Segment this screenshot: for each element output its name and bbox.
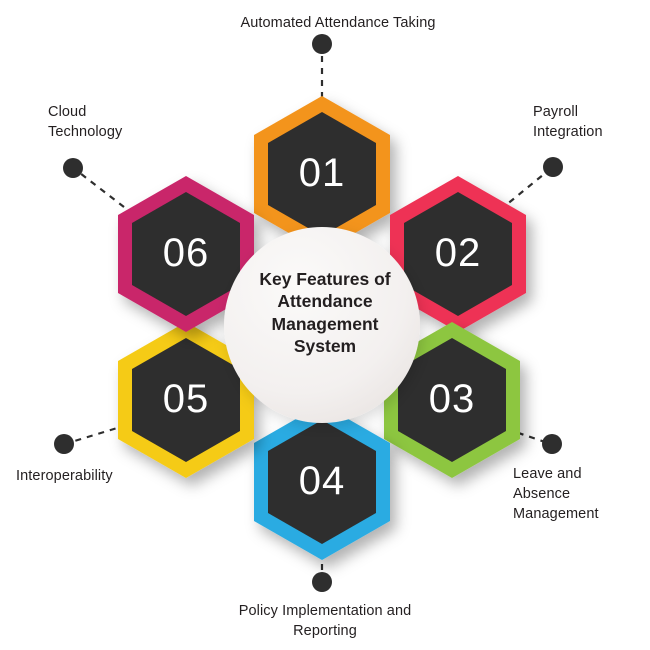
- connector-dots: [54, 34, 563, 592]
- hex-inner-01: [268, 112, 376, 236]
- dot-03: [542, 434, 562, 454]
- callout-label-06: Cloud Technology: [48, 104, 123, 140]
- hex-inner-06: [132, 192, 240, 316]
- dot-05: [54, 434, 74, 454]
- callout-label-03: Leave and Absence Management: [513, 466, 599, 522]
- hex-node-05[interactable]: [118, 322, 254, 478]
- dot-06: [63, 158, 83, 178]
- hex-node-06[interactable]: [118, 176, 254, 332]
- connector-line-02: [499, 169, 550, 211]
- hex-node-01[interactable]: [254, 96, 390, 252]
- connector-line-05: [67, 423, 128, 445]
- center-hub: [224, 227, 420, 423]
- callout-label-01: Automated Attendance Taking: [240, 15, 436, 31]
- hex-node-02[interactable]: [390, 176, 526, 332]
- hex-inner-04: [268, 420, 376, 544]
- connector-line-03: [494, 423, 549, 445]
- dot-04: [312, 572, 332, 592]
- callout-label-04: Policy Implementation and Reporting: [238, 603, 412, 639]
- callout-label-05: Interoperability: [16, 468, 113, 484]
- hex-inner-05: [132, 338, 240, 462]
- hex-node-04[interactable]: [254, 404, 390, 560]
- center-title: Key Features of Attendance Management Sy…: [259, 269, 391, 357]
- dot-02: [543, 157, 563, 177]
- dot-01: [312, 34, 332, 54]
- hex-inner-03: [398, 338, 506, 462]
- hex-node-03[interactable]: [384, 322, 520, 478]
- center-circle: [224, 227, 420, 423]
- callout-label-02: Payroll Integration: [533, 104, 603, 140]
- hex-inner-02: [404, 192, 512, 316]
- connector-line-06: [75, 169, 125, 208]
- connector-lines: [67, 48, 550, 578]
